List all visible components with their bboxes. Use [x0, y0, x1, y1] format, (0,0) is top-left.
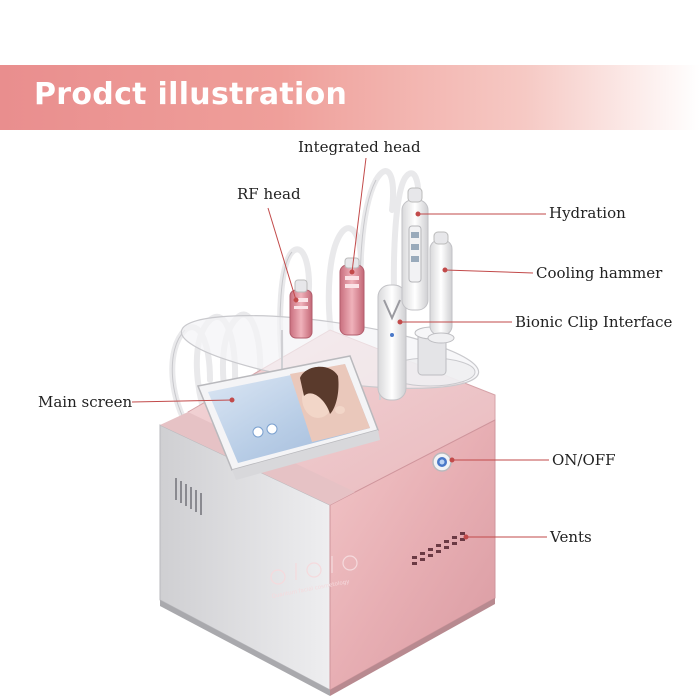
side-vent-grille	[175, 478, 202, 515]
front-icons	[270, 555, 358, 585]
callout-main-screen: Main screen	[38, 393, 133, 411]
callout-integrated-head: Integrated head	[298, 138, 421, 156]
main-screen	[196, 355, 380, 480]
callout-cooling-hammer: Cooling hammer	[536, 264, 663, 282]
integrated-head-handpiece	[339, 257, 365, 336]
callout-on-off: ON/OFF	[552, 451, 616, 469]
header-banner: Prodct illustration	[0, 65, 700, 130]
power-button	[432, 452, 452, 472]
bionic-clip-handpiece	[377, 284, 407, 401]
cooling-hammer-handpiece	[427, 231, 455, 344]
callout-lines	[131, 157, 549, 540]
callout-hydration: Hydration	[549, 204, 626, 222]
callout-bionic-clip-interface: Bionic Clip Interface	[515, 313, 673, 331]
hydration-handpiece	[401, 187, 429, 311]
callout-vents: Vents	[550, 528, 592, 546]
page-title: Prodct illustration	[34, 77, 348, 112]
callout-rf-head: RF head	[237, 185, 301, 203]
front-vents	[412, 532, 465, 565]
